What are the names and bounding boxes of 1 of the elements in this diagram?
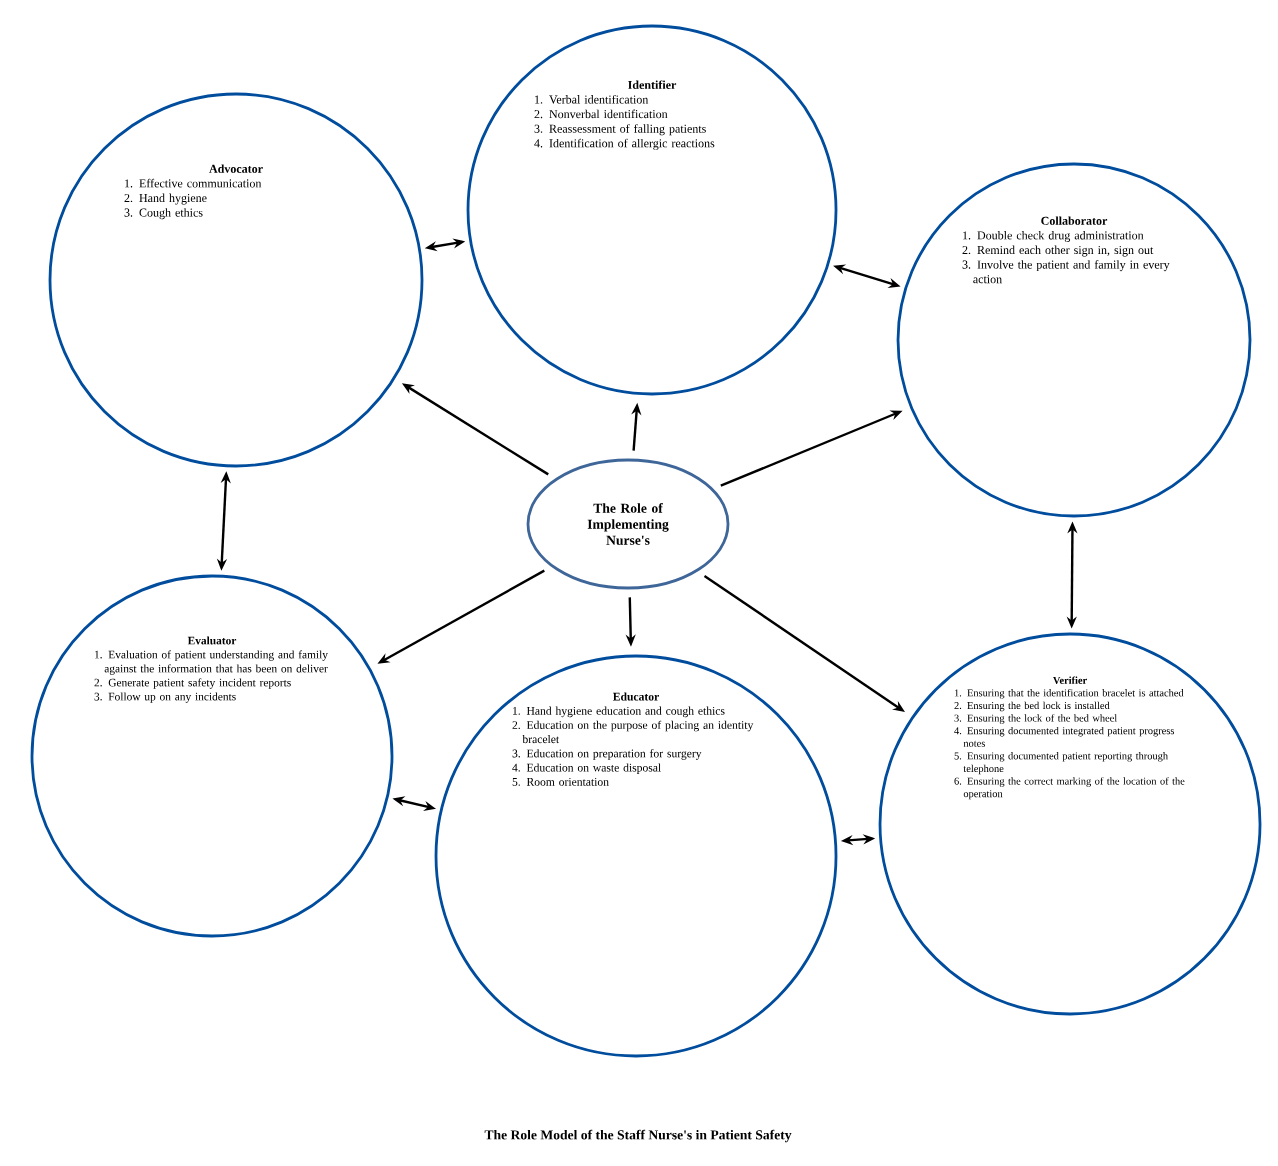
center-ellipse (526, 458, 730, 590)
